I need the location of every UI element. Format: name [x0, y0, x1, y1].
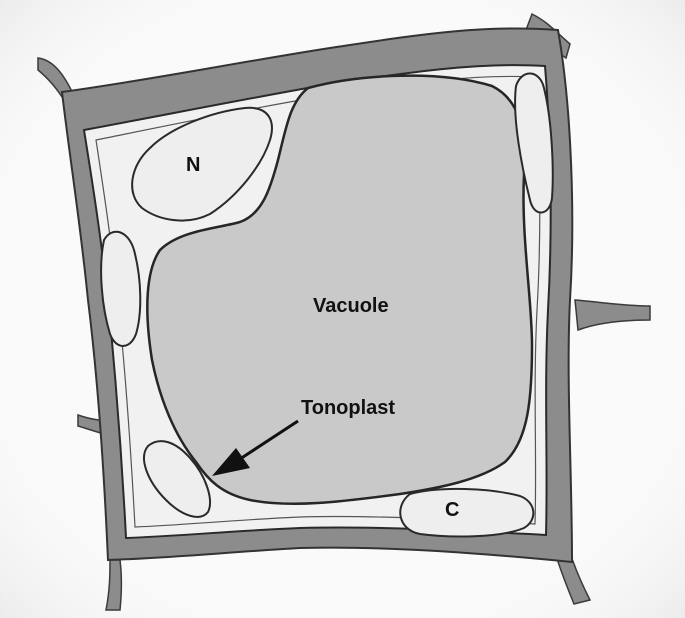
tonoplast-arrow-head	[212, 448, 250, 476]
tonoplast-arrow-shaft	[239, 419, 299, 461]
chloroplast-label: C	[445, 499, 460, 521]
nucleus-label: N	[186, 154, 201, 176]
chloroplast-c	[399, 487, 535, 538]
organelle-bottom-left	[143, 440, 211, 518]
tonoplast-label: Tonoplast	[301, 397, 396, 419]
organelle-top-right	[514, 72, 554, 214]
organelle-left	[100, 230, 142, 347]
nucleus	[131, 106, 273, 222]
vacuole-label: Vacuole	[313, 295, 389, 317]
